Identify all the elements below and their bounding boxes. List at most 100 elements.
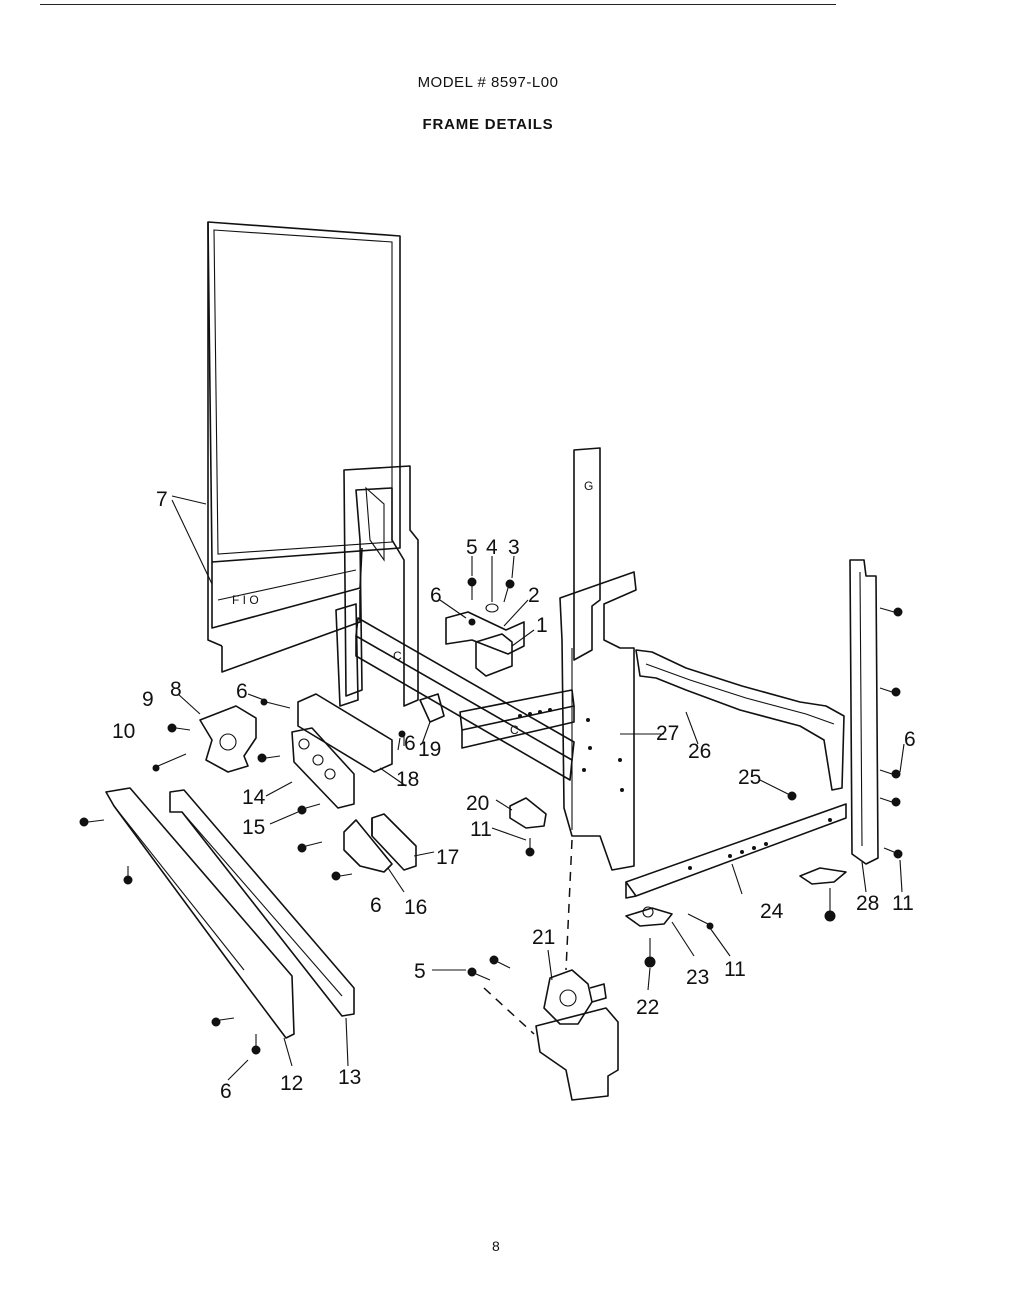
screw-6-12b: [251, 1034, 261, 1055]
screw-5-top: [467, 577, 477, 600]
callout-6-28: 6: [904, 728, 916, 751]
callout-6-12: 6: [220, 1080, 232, 1103]
screws: [79, 577, 903, 1055]
screw-5-bottom: [467, 967, 491, 981]
callout-11-28: 11: [892, 892, 914, 915]
callout-28: 28: [856, 892, 879, 915]
callout-26: 26: [688, 740, 711, 763]
callout-23: 23: [686, 966, 709, 989]
screw-28-b: [879, 687, 901, 697]
screw-bottom-2: [489, 955, 511, 969]
callout-18: 18: [396, 768, 419, 791]
callout-7: 7: [156, 488, 168, 511]
part-28-rear-upright: [849, 559, 879, 865]
page-title: FRAME DETAILS: [422, 116, 554, 133]
screw-rail-left: [79, 817, 105, 827]
callout-15: 15: [242, 816, 265, 839]
callout-11-23: 11: [724, 958, 746, 981]
part-7-side-panel: F I O: [207, 221, 401, 673]
screw-11-28: [883, 847, 903, 859]
screw-11-23: [687, 913, 714, 930]
rail-mark: C: [393, 649, 402, 663]
leveler-clip-right: [799, 867, 847, 885]
screw-10: [152, 753, 187, 772]
part-24-bottom-rail: [625, 803, 847, 899]
callout-1: 1: [536, 614, 548, 637]
callout-17: 17: [436, 846, 459, 869]
alignment-line: [565, 839, 573, 971]
part-20-clip: [509, 797, 547, 829]
callout-6-18: 6: [404, 732, 416, 755]
callout-13: 13: [338, 1066, 361, 1089]
screw-3: [503, 579, 515, 603]
screw-6-bracket: [468, 618, 476, 626]
callout-27: 27: [656, 722, 679, 745]
callout-labels: 7 5 4 3 2 1 6 8 9 6 10 27 26 25 6 19 18 …: [112, 488, 916, 1103]
part-27-right-upright: G: [559, 447, 637, 871]
screw-6-12: [211, 1017, 235, 1027]
top-rule: [40, 4, 836, 5]
screw-28-c: [879, 797, 901, 807]
callout-12: 12: [280, 1072, 303, 1095]
rear-perforated-rail: [459, 689, 575, 749]
alignment-line-2: [483, 987, 535, 1035]
front-cross-rail: C C: [355, 617, 575, 781]
part-2-bracket: [445, 611, 525, 655]
callout-19: 19: [418, 738, 441, 761]
callout-10: 10: [112, 720, 135, 743]
callout-21: 21: [532, 926, 555, 949]
screw-25: [787, 791, 797, 801]
part-17-plate: [371, 813, 417, 871]
upright-mark: G: [584, 479, 593, 493]
screw-6-16: [331, 871, 353, 881]
leveler-right: [824, 888, 836, 922]
callout-4: 4: [486, 536, 498, 559]
panel-mark: F I O: [232, 593, 259, 607]
washer-4: [485, 603, 499, 613]
callout-14: 14: [242, 786, 266, 809]
part-13-lower-rail: [169, 789, 355, 1017]
screw-15: [297, 803, 321, 815]
callout-22: 22: [636, 996, 659, 1019]
screw-rail-left-2: [123, 866, 133, 885]
screw-22: [644, 938, 656, 968]
screw-6-hinge: [260, 698, 291, 709]
callout-5-bottom: 5: [414, 960, 426, 983]
callout-8: 8: [170, 678, 182, 701]
callout-3: 3: [508, 536, 520, 559]
part-8-hinge-block: [199, 705, 257, 773]
screw-9: [167, 723, 191, 733]
part-12-lower-rail: [105, 787, 295, 1039]
callout-6-hinge: 6: [236, 680, 248, 703]
callout-6-16: 6: [370, 894, 382, 917]
screw-6-28: [879, 769, 901, 779]
leader-lines: [171, 495, 905, 1081]
page-number: 8: [492, 1238, 500, 1254]
screw-6-side: [257, 753, 281, 763]
part-23-leveler-clip: [625, 906, 673, 927]
callout-11-center: 11: [470, 818, 492, 841]
part-21-hinge-assembly: [535, 969, 619, 1101]
part-19-bracket: [419, 693, 445, 723]
part-16-clip: [343, 819, 393, 873]
callout-20: 20: [466, 792, 489, 815]
part-1-block: [475, 633, 513, 677]
part-18-bracket: [297, 693, 393, 773]
callout-9: 9: [142, 688, 154, 711]
callout-5-top: 5: [466, 536, 478, 559]
screw-17: [297, 841, 323, 853]
model-number: MODEL # 8597-L00: [417, 74, 559, 91]
callout-16: 16: [404, 896, 427, 919]
svg-text:C: C: [510, 723, 519, 737]
screw-6-18: [398, 730, 406, 746]
part-14-block: [291, 727, 355, 809]
callout-2: 2: [528, 584, 540, 607]
callout-24: 24: [760, 900, 784, 923]
part-26-rear-crossmember: [635, 649, 845, 791]
callout-6-bracket: 6: [430, 584, 442, 607]
screw-11-center: [525, 838, 535, 857]
left-upright-bracket: [335, 465, 419, 707]
callout-25: 25: [738, 766, 761, 789]
screw-28-a: [879, 607, 903, 617]
